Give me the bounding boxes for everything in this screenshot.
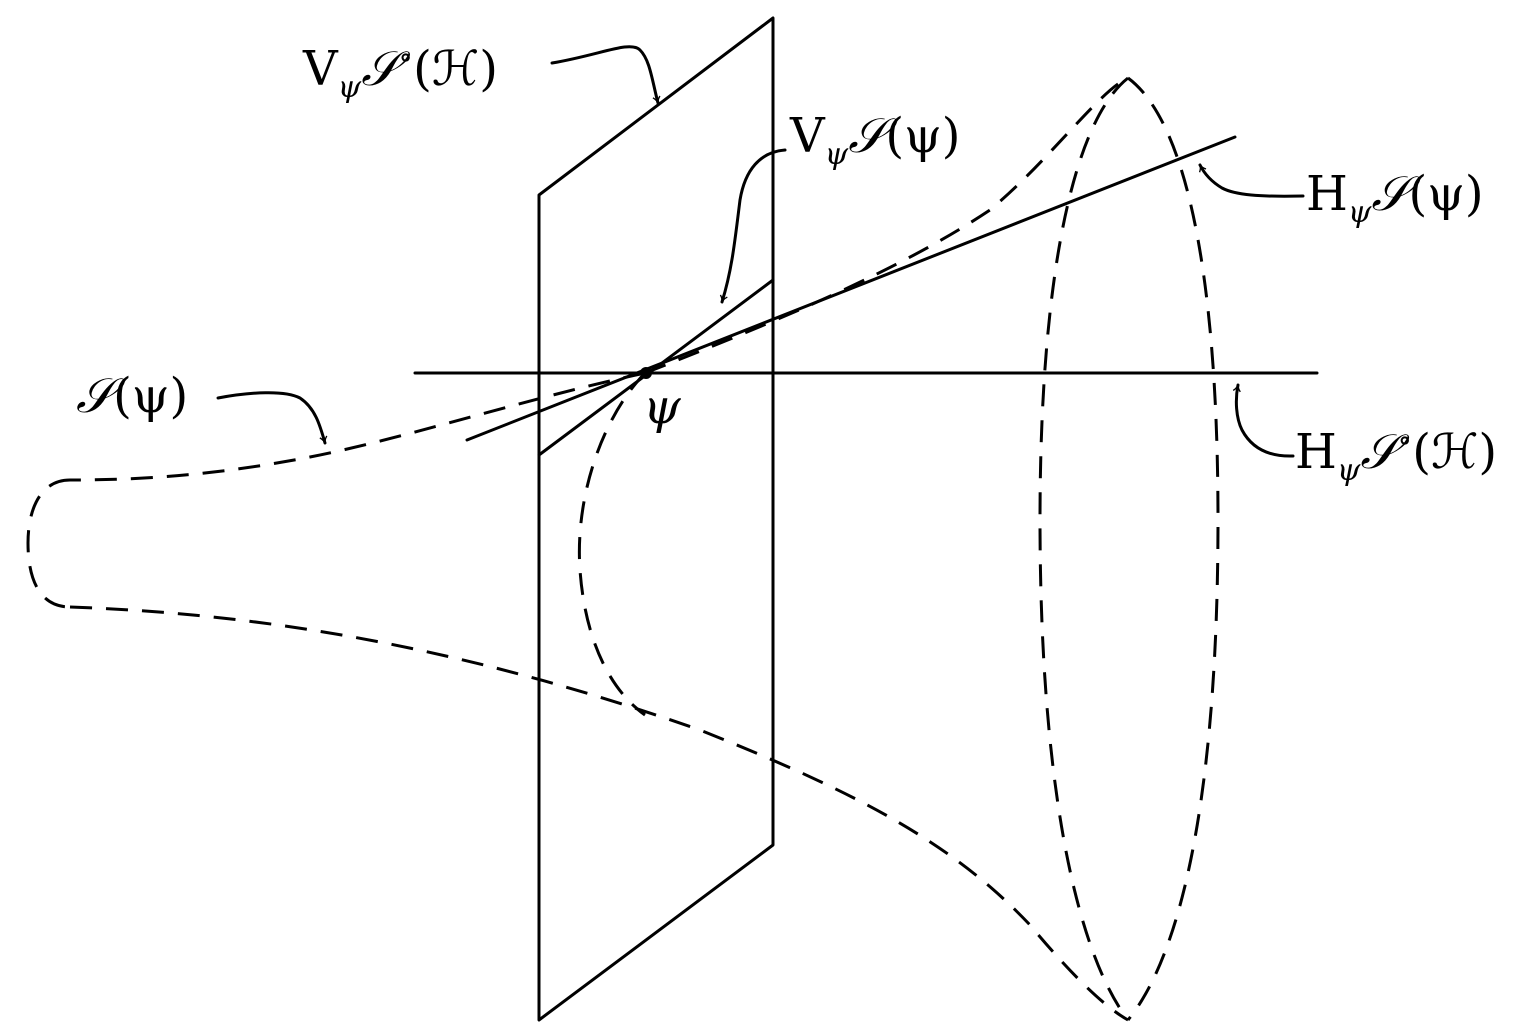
inner-curve [577, 371, 647, 717]
ellipse-front-arc [1126, 76, 1220, 1021]
surface-upper-right-edge [644, 76, 1129, 375]
horizontal-tangent-line [465, 135, 1237, 442]
label-vertical-tangent: Vψ𝒮(ψ) [789, 108, 960, 172]
surface-lower-edge [69, 605, 1129, 1022]
label-vertical-space: Vψ𝒮∘(ℋ) [302, 40, 498, 105]
arrow-horizontal-space [1232, 383, 1295, 458]
arrow-vertical-space [550, 45, 661, 105]
surface-left-cap [26, 478, 71, 609]
ellipse-back-arc [1038, 76, 1130, 1021]
label-horizontal-tangent: Hψ𝒮(ψ) [1306, 166, 1484, 230]
label-surface: 𝒮(ψ) [76, 368, 188, 424]
arrow-vertical-tangent [719, 148, 787, 304]
vertical-plane [537, 16, 775, 1022]
vertical-tangent-line [537, 278, 775, 457]
point-psi [640, 367, 652, 379]
label-point-psi: ψ [643, 379, 682, 435]
arrow-surface [216, 391, 328, 445]
label-horizontal-space: Hψ𝒮∘(ℋ) [1295, 423, 1497, 488]
arrow-horizontal-tangent [1198, 163, 1305, 198]
